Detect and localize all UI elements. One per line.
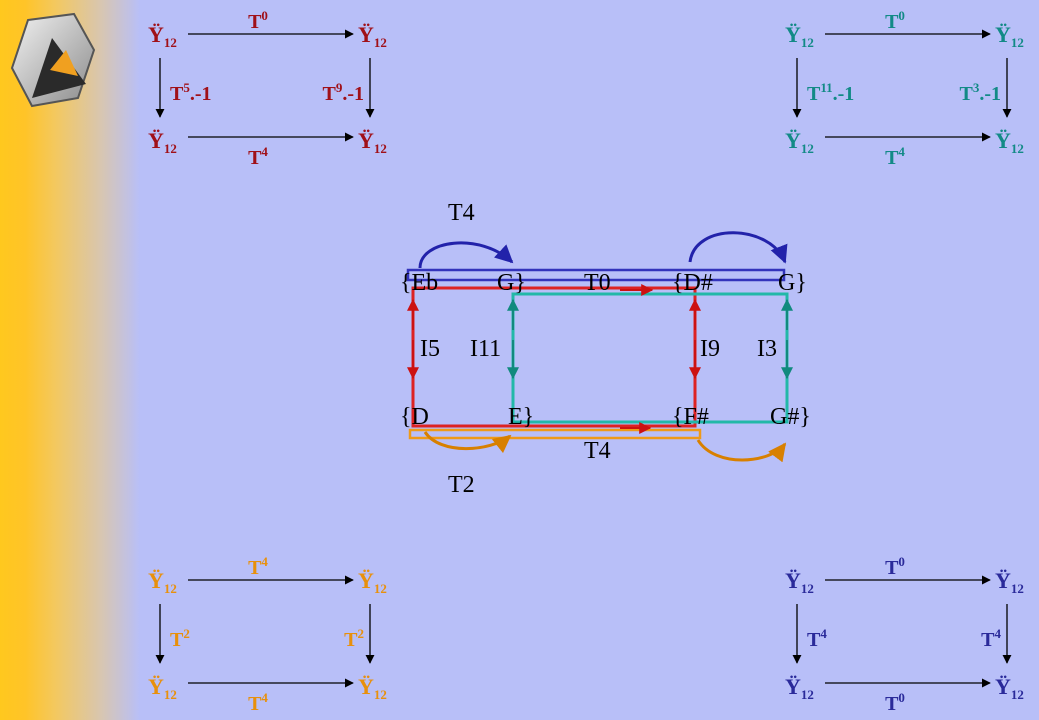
node-subscript: 12 (1011, 581, 1024, 596)
orange-set-rectangle (408, 428, 702, 440)
label-t2: T2 (448, 472, 475, 498)
label-t4-bottom: T4 (584, 438, 611, 464)
left-label: T4 (807, 626, 827, 651)
label-i9: I9 (700, 336, 720, 362)
label-i5: I5 (420, 336, 440, 362)
set-top-right-2: G} (778, 270, 807, 296)
node-subscript: 12 (374, 581, 387, 596)
top-label: T0 (885, 8, 905, 33)
left-label: T5.-1 (170, 80, 212, 105)
node-bl: Ÿ12 (785, 674, 814, 702)
node-subscript: 12 (164, 141, 177, 156)
triangle-logo-icon (10, 12, 96, 108)
node-bl: Ÿ12 (148, 674, 177, 702)
transformation-network: {Eb G} {D# G} {D E} {F# G#} T4 T0 I5 I11… (400, 200, 811, 498)
right-label: T9.-1 (322, 80, 364, 105)
label-t4-top: T4 (448, 200, 475, 226)
node-tr: Ÿ12 (995, 568, 1024, 596)
node-br: Ÿ12 (358, 128, 387, 156)
node-tr: Ÿ12 (358, 568, 387, 596)
node-subscript: 12 (164, 35, 177, 50)
node-subscript: 12 (1011, 687, 1024, 702)
label-i11: I11 (470, 336, 501, 362)
node-tl: Ÿ12 (148, 568, 177, 596)
t4-arc-right (688, 231, 788, 264)
node-subscript: 12 (374, 141, 387, 156)
node-subscript: 12 (1011, 141, 1024, 156)
node-subscript: 12 (801, 581, 814, 596)
blue-set-rectangle (406, 268, 786, 282)
sidebar-gradient (0, 0, 140, 720)
t2-arc-right (696, 439, 787, 463)
bottom-label: T4 (885, 144, 905, 169)
top-label: T0 (248, 8, 268, 33)
top-label: T0 (885, 554, 905, 579)
left-label: T2 (170, 626, 190, 651)
set-bottom-left-2: E} (508, 404, 534, 430)
node-subscript: 12 (374, 35, 387, 50)
node-tl: Ÿ12 (785, 568, 814, 596)
t4-arc-left (418, 241, 514, 269)
node-br: Ÿ12 (995, 128, 1024, 156)
bottom-label: T0 (885, 690, 905, 715)
bottom-label: T4 (248, 690, 268, 715)
set-top-right: {D# (672, 270, 713, 296)
node-subscript: 12 (164, 581, 177, 596)
top-label: T4 (248, 554, 268, 579)
node-bl: Ÿ12 (148, 128, 177, 156)
bottom-label: T4 (248, 144, 268, 169)
node-subscript: 12 (374, 687, 387, 702)
node-tr: Ÿ12 (358, 22, 387, 50)
set-bottom-right-2: G#} (770, 404, 811, 430)
node-tl: Ÿ12 (148, 22, 177, 50)
t2-arc-left (423, 431, 512, 454)
node-tl: Ÿ12 (785, 22, 814, 50)
right-label: T2 (344, 626, 364, 651)
set-bottom-right: {F# (672, 404, 709, 430)
node-subscript: 12 (1011, 35, 1024, 50)
node-br: Ÿ12 (995, 674, 1024, 702)
node-bl: Ÿ12 (785, 128, 814, 156)
right-label: T3.-1 (959, 80, 1001, 105)
node-subscript: 12 (801, 35, 814, 50)
node-br: Ÿ12 (358, 674, 387, 702)
right-label: T4 (981, 626, 1001, 651)
red-set-rectangle (411, 286, 697, 428)
set-top-left-2: G} (497, 270, 526, 296)
node-tr: Ÿ12 (995, 22, 1024, 50)
left-label: T11.-1 (807, 80, 854, 105)
set-bottom-left: {D (400, 404, 429, 430)
set-top-left: {Eb (400, 270, 438, 296)
teal-set-rectangle (511, 292, 789, 424)
node-subscript: 12 (801, 141, 814, 156)
label-t0: T0 (584, 270, 611, 296)
node-subscript: 12 (801, 687, 814, 702)
label-i3: I3 (757, 336, 777, 362)
node-subscript: 12 (164, 687, 177, 702)
